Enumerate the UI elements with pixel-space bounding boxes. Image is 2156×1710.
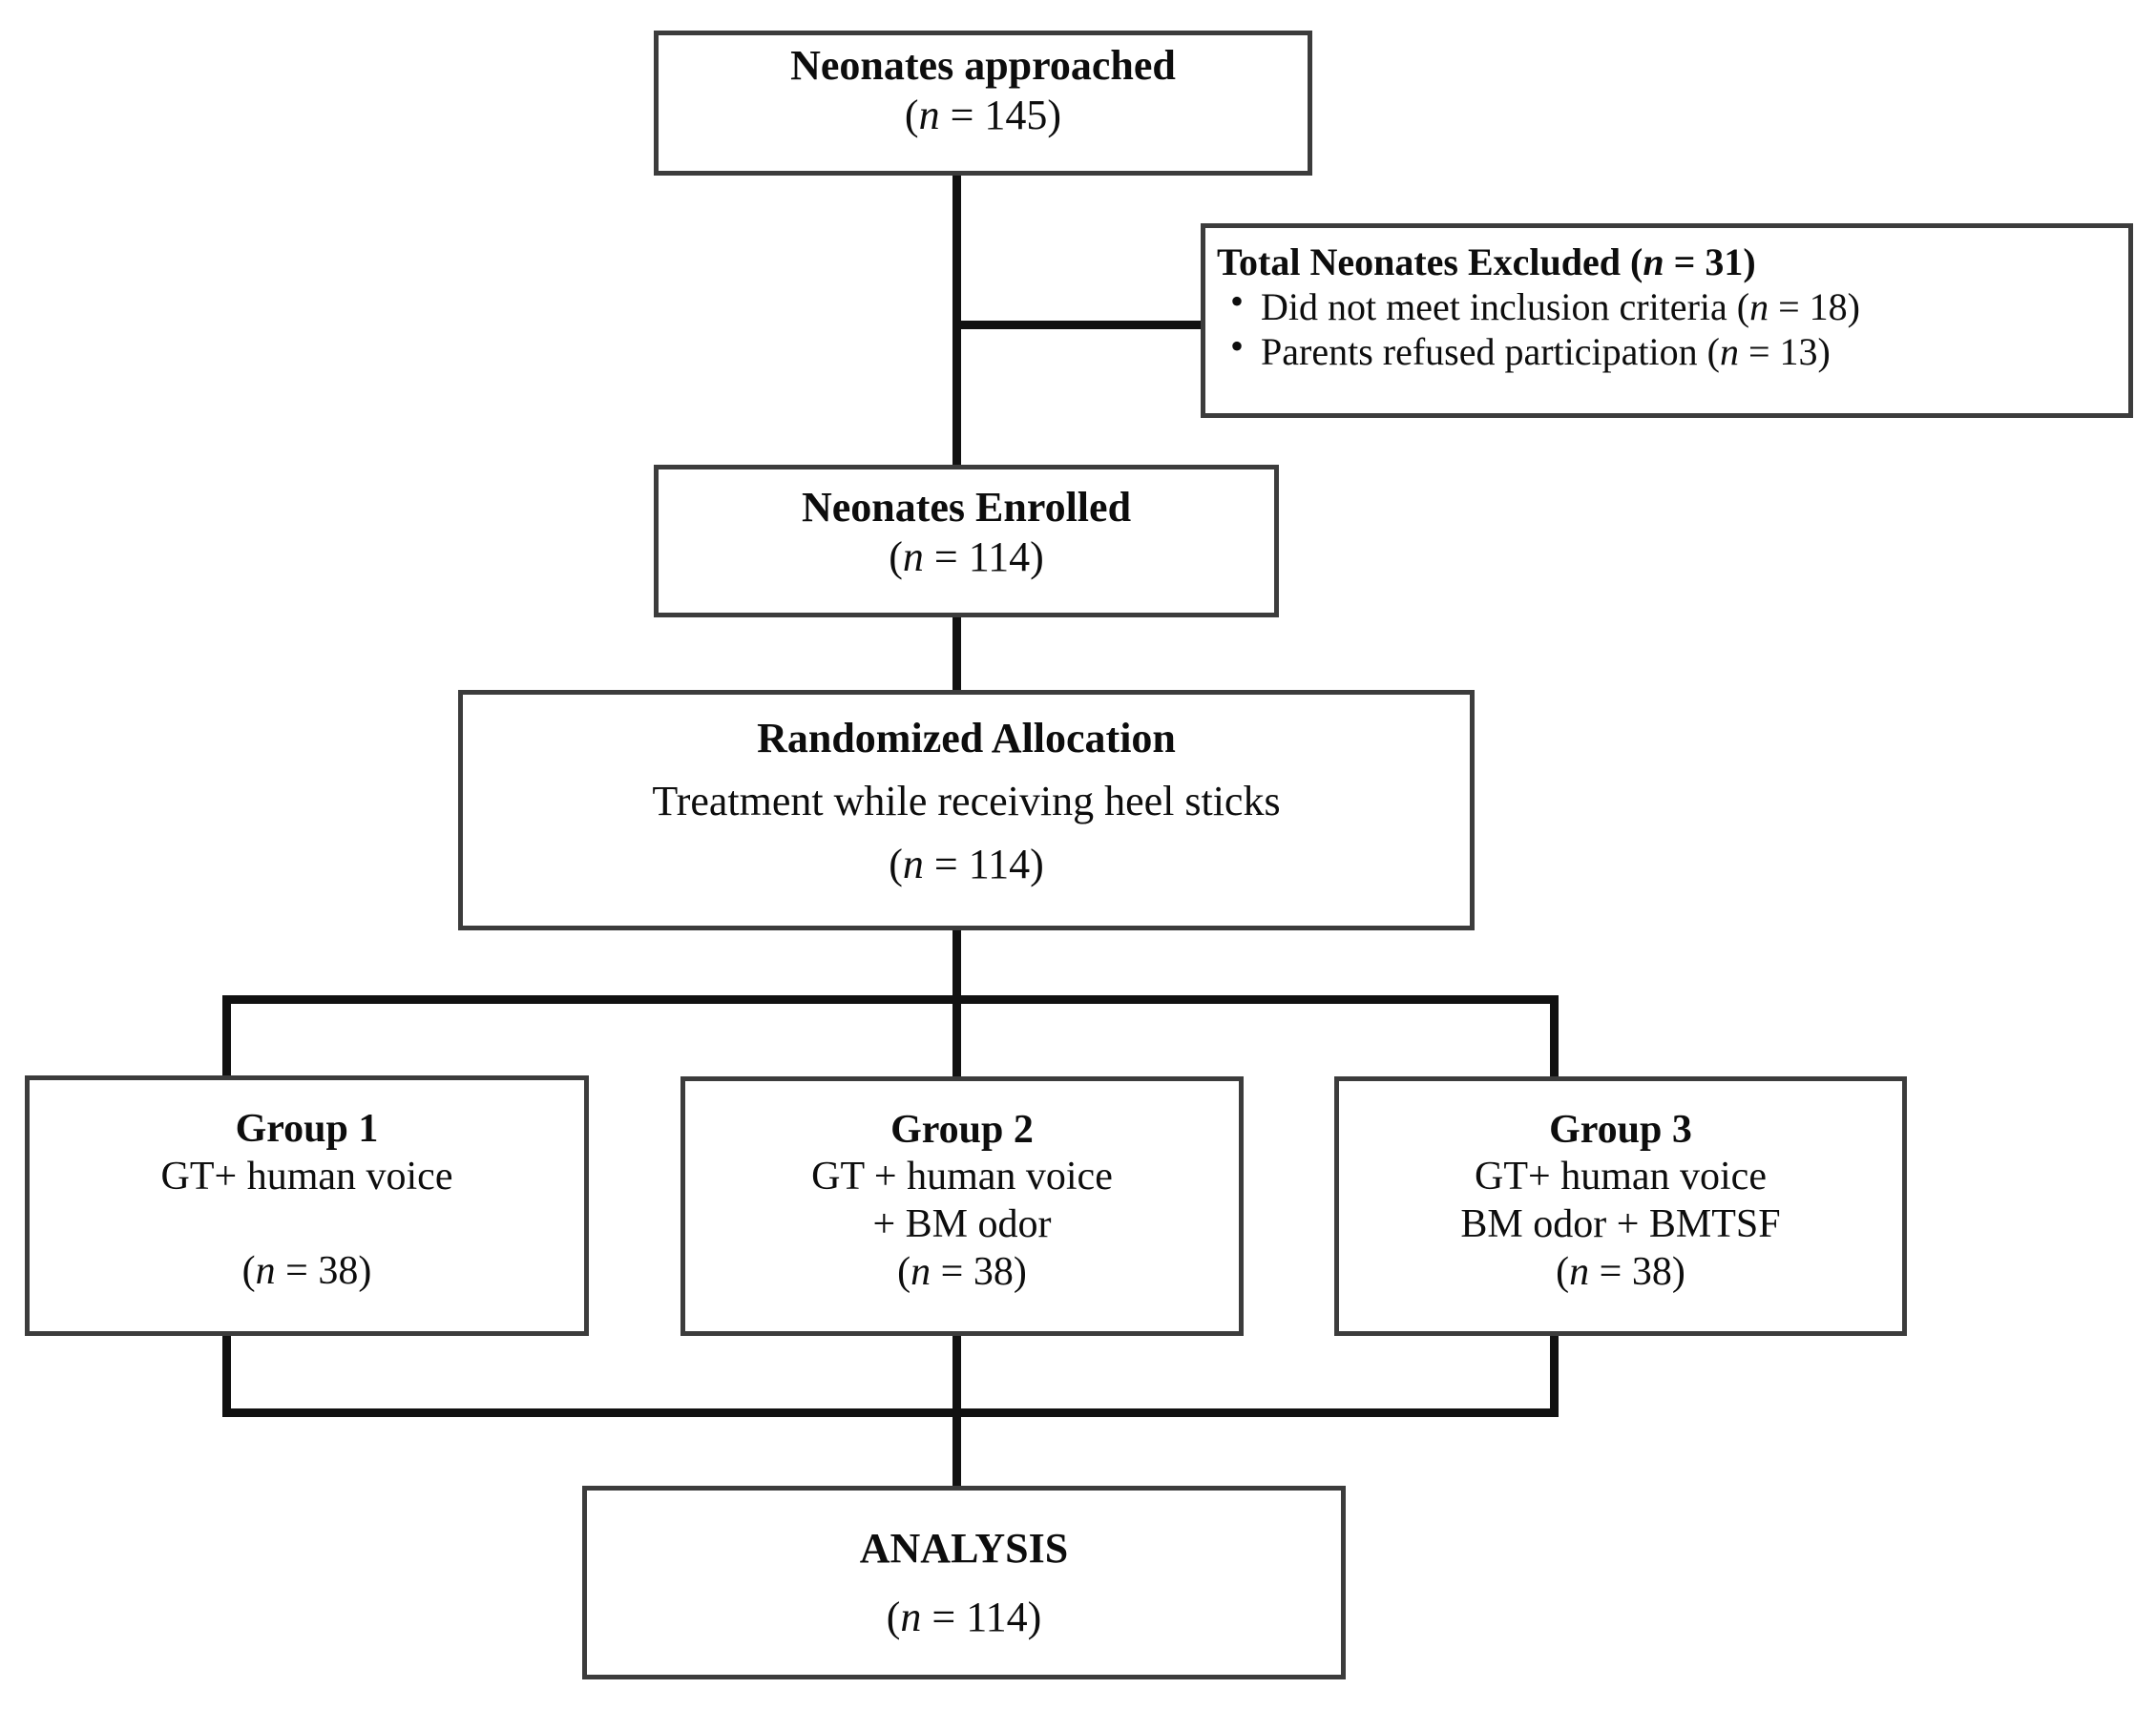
node-group2-treatment-line-1: GT + human voice [811,1155,1113,1199]
connector-group3-to-convergebar [1550,1334,1559,1416]
node-group3-count: (n = 38) [1556,1249,1685,1297]
n-symbol: n [902,840,924,887]
paren-close: ) [358,1249,372,1294]
excluded-title-text: Total Neonates Excluded ( [1217,240,1643,283]
paren-open: ( [904,92,919,138]
paren-open: ( [889,840,903,887]
count-value: 38 [318,1249,359,1294]
node-group1-blank-line [302,1201,312,1249]
node-neonates-enrolled: Neonates Enrolled (n = 114) [654,465,1279,617]
equals-sign: = [1664,240,1706,283]
equals-sign: = [939,92,985,138]
n-symbol: n [1749,285,1769,329]
paren-close: ) [1013,1249,1027,1294]
node-approached-count: (n = 145) [905,91,1061,140]
paren-open: ( [1556,1249,1570,1294]
node-analysis-title: ANALYSIS [859,1524,1069,1572]
node-group2-count: (n = 38) [897,1249,1027,1297]
node-enrolled-title: Neonates Enrolled [801,484,1132,532]
connector-randomized-to-branchbar [952,928,961,1003]
n-symbol: n [902,533,924,580]
paren-close: ) [1817,330,1831,374]
connector-group2-to-convergebar [952,1334,961,1416]
paren-close: ) [1030,533,1044,580]
n-symbol: n [911,1249,931,1294]
count-value: 114 [966,1593,1028,1640]
n-symbol: n [255,1249,276,1294]
count-value: 145 [984,92,1048,138]
count-value: 114 [968,840,1031,887]
node-group1-title: Group 1 [235,1107,379,1152]
node-group-3: Group 3 GT+ human voice BM odor + BMTSF … [1334,1076,1907,1336]
paren-close: ) [1743,240,1756,283]
equals-sign: = [931,1249,973,1294]
paren-close: ) [1027,1593,1042,1640]
node-group1-count: (n = 38) [242,1248,372,1296]
count-value: 18 [1809,285,1848,329]
node-total-neonates-excluded: Total Neonates Excluded (n = 31) Did not… [1201,223,2133,418]
paren-open: ( [889,533,903,580]
n-symbol: n [1719,330,1739,374]
paren-open: ( [897,1249,911,1294]
paren-open: ( [886,1593,901,1640]
connector-enrolled-to-randomized [952,615,961,694]
node-analysis-count: (n = 114) [887,1593,1042,1642]
connector-branchbar-to-group1 [222,995,231,1079]
node-randomized-allocation: Randomized Allocation Treatment while re… [458,690,1475,930]
list-item: Did not meet inclusion criteria (n = 18) [1217,282,2119,329]
node-approached-title: Neonates approached [790,42,1176,90]
count-value: 114 [968,533,1031,580]
node-analysis: ANALYSIS (n = 114) [582,1486,1346,1679]
converge-bar-bottom [222,1408,1559,1417]
paren-close: ) [1047,92,1062,138]
equals-sign: = [921,1593,967,1640]
node-group-2: Group 2 GT + human voice + BM odor (n = … [680,1076,1244,1336]
node-group3-treatment-line-1: GT+ human voice [1475,1155,1767,1199]
node-enrolled-count: (n = 114) [889,532,1044,582]
node-group2-treatment-line-2: + BM odor [872,1202,1052,1246]
n-symbol: n [918,92,940,138]
equals-sign: = [923,840,969,887]
node-group3-title: Group 3 [1549,1107,1692,1152]
connector-branchbar-to-group3 [1550,995,1559,1079]
connector-group1-to-convergebar [222,1334,231,1416]
node-group3-treatment-line-2: BM odor + BMTSF [1460,1202,1781,1246]
count-value: 38 [1631,1249,1672,1294]
count-value: 38 [973,1249,1014,1294]
count-value: 13 [1779,330,1818,374]
node-neonates-approached: Neonates approached (n = 145) [654,31,1312,176]
list-item: Parents refused participation (n = 13) [1217,327,2119,374]
equals-sign: = [275,1249,319,1294]
node-group1-treatment-line-1: GT+ human voice [160,1154,453,1199]
equals-sign: = [1738,330,1780,374]
branch-bar-top [222,995,1559,1004]
connector-convergebar-to-analysis [952,1408,961,1489]
paren-open: ( [241,1249,256,1294]
n-symbol: n [900,1593,922,1640]
node-randomized-title: Randomized Allocation [757,715,1176,762]
equals-sign: = [1769,285,1810,329]
count-value: 31 [1705,240,1744,283]
equals-sign: = [923,533,969,580]
node-randomized-subtitle: Treatment while receiving heel sticks [652,778,1281,825]
node-randomized-count: (n = 114) [889,840,1044,889]
excluded-reasons-list: Did not meet inclusion criteria (n = 18)… [1217,282,2119,374]
equals-sign: = [1589,1249,1632,1294]
reason-text: Did not meet inclusion criteria ( [1261,285,1750,329]
connector-trunk-to-excluded [952,321,1204,329]
paren-close: ) [1030,840,1044,887]
paren-close: ) [1847,285,1860,329]
node-group2-title: Group 2 [890,1107,1034,1152]
paren-close: ) [1671,1249,1685,1294]
node-excluded-title: Total Neonates Excluded (n = 31) [1217,240,2119,284]
n-symbol: n [1569,1249,1590,1294]
reason-text: Parents refused participation ( [1261,330,1720,374]
connector-branchbar-to-group2 [952,995,961,1079]
node-group-1: Group 1 GT+ human voice (n = 38) [25,1075,589,1336]
n-symbol: n [1643,240,1664,283]
